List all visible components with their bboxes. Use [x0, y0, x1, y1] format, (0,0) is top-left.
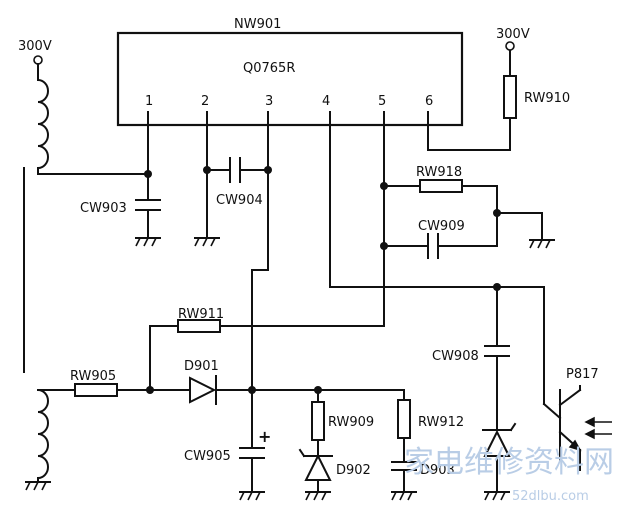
p817-label: P817: [566, 367, 599, 382]
pin6-net: [427, 111, 511, 151]
ic-pin-1: 1: [145, 94, 153, 109]
cw909-label: CW909: [418, 219, 465, 234]
d901-diode: D901: [184, 359, 405, 405]
cw905-polarity: +: [258, 427, 271, 446]
rw910-label: RW910: [524, 91, 570, 106]
pin2-net: [194, 111, 231, 247]
ground-cw903: [135, 237, 161, 247]
ic-nw901: NW901 Q0765R 1 2 3 4 5 6: [116, 17, 464, 127]
rw905-resistor: RW905: [70, 369, 191, 397]
cw904-capacitor: CW904: [216, 157, 269, 208]
cw904-label: CW904: [216, 193, 263, 208]
ic-name: NW901: [234, 17, 281, 32]
rw909-resistor: RW909: [311, 389, 374, 457]
ground-pin2: [194, 237, 220, 247]
rw905-label: RW905: [70, 369, 116, 384]
cw903-label: CW903: [80, 201, 127, 216]
ic-pin-3: 3: [265, 94, 273, 109]
cw908-capacitor: CW908: [432, 286, 510, 431]
pin1-net: CW903: [80, 111, 161, 247]
watermark-text: 家电维修资料网: [404, 445, 614, 480]
transformer-primary-winding: [36, 78, 149, 175]
p817-optocoupler: P817: [542, 367, 612, 471]
rw909-label: RW909: [328, 415, 374, 430]
rw911-label: RW911: [178, 307, 224, 322]
ic-pin-5: 5: [378, 94, 386, 109]
supply-right-label: 300V: [496, 27, 530, 42]
rw912-resistor: RW912: [391, 389, 464, 501]
ic-model: Q0765R: [243, 61, 295, 76]
auxiliary-winding: [25, 388, 76, 491]
d901-label: D901: [184, 359, 219, 374]
rw918-label: RW918: [416, 165, 462, 180]
rw910-resistor: RW910 300V: [496, 27, 570, 119]
d903-zener: D903: [420, 422, 517, 501]
d902-label: D902: [336, 463, 371, 478]
d902-zener: D902: [298, 448, 371, 501]
ic-pin-4: 4: [322, 94, 330, 109]
rw912-label: RW912: [418, 415, 464, 430]
watermark: 家电维修资料网 52dlbu.com: [404, 445, 614, 504]
supply-300v-left: 300V: [18, 39, 52, 81]
ic-pin-6: 6: [425, 94, 433, 109]
d903-label: D903: [420, 463, 455, 478]
cw908-label: CW908: [432, 349, 479, 364]
watermark-url: 52dlbu.com: [512, 489, 589, 504]
cw905-capacitor: + CW905: [184, 427, 271, 501]
pin3-net: [251, 111, 272, 433]
rw918-ground: [496, 212, 555, 249]
cw909-capacitor: CW909: [383, 219, 498, 259]
cw905-label: CW905: [184, 449, 231, 464]
ic-pin-2: 2: [201, 94, 209, 109]
rw911-resistor: RW911: [177, 307, 224, 333]
supply-left-label: 300V: [18, 39, 52, 54]
